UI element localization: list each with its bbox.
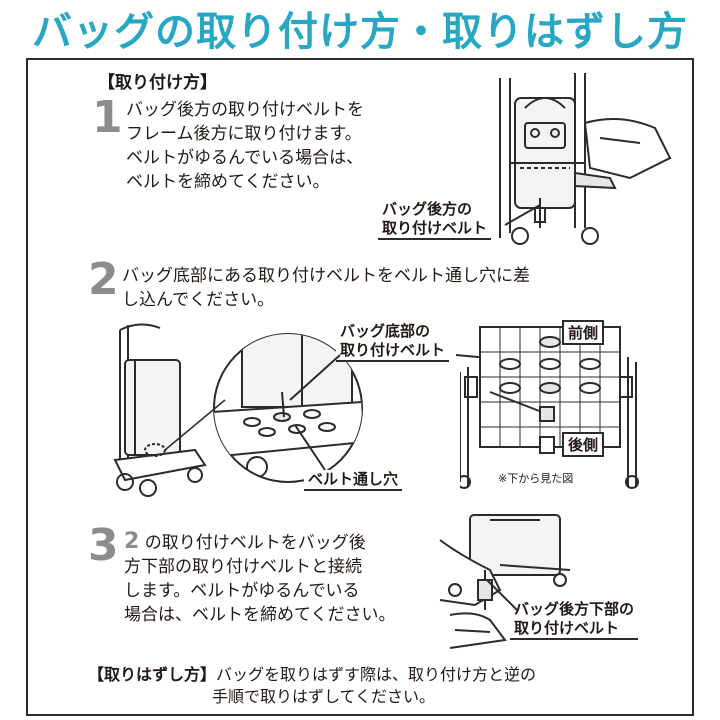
removal-text-1: バッグを取りはずす際は、取り付け方と逆の: [216, 665, 537, 684]
step-3-line: します。ベルトがゆるんでいる: [124, 581, 360, 601]
step-3-line: 2 の取り付けベルトをバッグ後: [124, 530, 396, 555]
attach-heading: 【取り付け方】: [98, 73, 217, 93]
removal-text-2: 手順で取りはずしてください。: [212, 687, 436, 706]
step-2-line: し込んでください。: [122, 290, 275, 310]
rear-lower-belt-callout: バッグ後方下部の 取り付けベルト: [510, 600, 639, 640]
removal-heading: 【取りはずし方】: [88, 665, 217, 684]
callout-line: バッグ後方下部の: [514, 600, 635, 618]
callout-line: 取り付けベルト: [514, 619, 620, 637]
step-2-number: 2: [88, 254, 119, 305]
rear-lower-belt-leader-line: [486, 579, 518, 611]
step-1-number: 1: [92, 92, 123, 143]
step-3-line-text: の取り付けベルトをバッグ後: [144, 533, 366, 553]
title-bar: バッグの取り付け方・取りはずし方: [0, 0, 720, 56]
bottom-view-note: ※下から見た図: [498, 472, 574, 485]
bottom-view-illustration: [460, 326, 639, 489]
front-side-label: 前側: [562, 320, 605, 345]
step-1-text: バッグ後方の取り付けベルトを フレーム後方に取り付けます。 ベルトがゆるんでいる…: [126, 98, 364, 194]
step-3-text: 2 の取り付けベルトをバッグ後 方下部の取り付けベルトと接続 します。ベルトがゆ…: [124, 530, 396, 627]
step-1-line: ベルトを締めてください。: [126, 172, 330, 192]
removal-line-1: 【取りはずし方】バッグを取りはずす際は、取り付け方と逆の: [88, 664, 648, 686]
magnify-connector-line: [164, 399, 226, 451]
bottom-belt-leader-line: [289, 354, 341, 401]
step-1-line: フレーム後方に取り付けます。: [126, 124, 362, 144]
callout-line: バッグ後方の: [382, 200, 473, 218]
step-3-line: 場合は、ベルトを締めてください。: [124, 605, 396, 625]
rear-side-label: 後側: [562, 432, 605, 457]
rear-belt-callout: バッグ後方の 取り付けベルト: [378, 200, 492, 240]
step-2-line: バッグ底部にある取り付けベルトをベルト通し穴に差: [122, 266, 530, 286]
step-2-magnified-illustration: [213, 333, 363, 483]
step-3-line: 方下部の取り付けベルトと接続: [124, 557, 362, 577]
step-2-text: バッグ底部にある取り付けベルトをベルト通し穴に差 し込んでください。: [122, 264, 530, 312]
bottom-belt-callout: バッグ底部の 取り付けベルト: [336, 322, 450, 362]
rear-belt-leader-line: [504, 204, 541, 226]
callout-line: バッグ底部の: [340, 322, 431, 340]
callout-line: 取り付けベルト: [340, 341, 446, 359]
callout-line: 取り付けベルト: [382, 219, 488, 237]
step-1-line: ベルトがゆるんでいる場合は、: [126, 148, 364, 168]
step-3-illustration: [439, 514, 571, 649]
belt-hole-callout: ベルト通し穴: [304, 470, 403, 491]
step-1-illustration: [499, 73, 672, 245]
step-3-ref-number: 2: [124, 529, 140, 554]
page-title: バッグの取り付け方・取りはずし方: [32, 9, 688, 55]
step-3-number: 3: [88, 520, 119, 571]
belt-hole-leader-line: [294, 424, 326, 471]
step-1-line: バッグ後方の取り付けベルトを: [126, 100, 364, 120]
removal-instructions: 【取りはずし方】バッグを取りはずす際は、取り付け方と逆の 手順で取りはずしてくだ…: [88, 664, 648, 708]
